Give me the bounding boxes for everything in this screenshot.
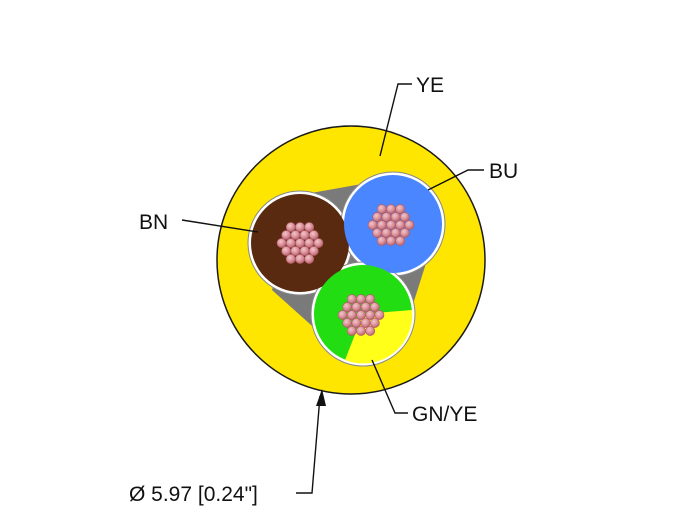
wire-strand bbox=[381, 212, 392, 222]
conductor-brown bbox=[251, 194, 349, 292]
wire-strand bbox=[356, 326, 366, 336]
wire-strand bbox=[365, 326, 376, 336]
wire-strand bbox=[399, 212, 410, 222]
wire-strand bbox=[285, 222, 296, 232]
wire-strand bbox=[376, 204, 387, 214]
wire-strand bbox=[376, 220, 387, 230]
strand-bundle bbox=[367, 204, 415, 246]
wire-strand bbox=[356, 294, 366, 304]
diameter-arrow bbox=[296, 389, 326, 494]
wire-strand bbox=[346, 310, 357, 320]
wire-strand bbox=[304, 238, 315, 248]
leader-ye bbox=[379, 83, 412, 157]
conductor-blue bbox=[344, 175, 442, 273]
wire-strand bbox=[356, 310, 366, 320]
wire-strand bbox=[346, 294, 357, 304]
wire-strand bbox=[290, 230, 301, 240]
wire-strand bbox=[386, 236, 396, 246]
wire-strand bbox=[369, 302, 380, 312]
wire-strand bbox=[395, 236, 406, 246]
leader-bu bbox=[427, 169, 484, 191]
label-brown-bn: BN bbox=[139, 211, 168, 234]
wire-strand bbox=[351, 302, 362, 312]
wire-strand bbox=[285, 254, 296, 264]
label-blue-bu: BU bbox=[489, 160, 518, 183]
label-green-yellow: GN/YE bbox=[412, 403, 477, 426]
wire-strand bbox=[386, 220, 396, 230]
wire-strand bbox=[399, 228, 410, 238]
wire-strand bbox=[281, 230, 292, 240]
wire-strand bbox=[374, 310, 385, 320]
leader-bn bbox=[181, 219, 259, 233]
wire-strand bbox=[295, 222, 305, 232]
wire-strand bbox=[295, 254, 305, 264]
wire-strand bbox=[304, 222, 315, 232]
wire-strand bbox=[365, 310, 376, 320]
wire-strand bbox=[386, 204, 396, 214]
wire-strand bbox=[390, 228, 401, 238]
wire-strand bbox=[365, 294, 376, 304]
wire-strand bbox=[337, 310, 348, 320]
conductor-green-yellow bbox=[314, 265, 413, 364]
wire-strand bbox=[372, 228, 383, 238]
wire-strand bbox=[304, 254, 315, 264]
wire-strand bbox=[295, 238, 305, 248]
wire-strand bbox=[360, 318, 371, 328]
wire-strand bbox=[360, 302, 371, 312]
wire-strand bbox=[381, 228, 392, 238]
wire-strand bbox=[346, 326, 357, 336]
wire-strand bbox=[351, 318, 362, 328]
wire-strand bbox=[308, 246, 319, 256]
wire-strand bbox=[308, 230, 319, 240]
wire-strand bbox=[376, 236, 387, 246]
wire-strand bbox=[342, 318, 353, 328]
wire-strand bbox=[395, 204, 406, 214]
wire-strand bbox=[299, 230, 310, 240]
wire-strand bbox=[276, 238, 287, 248]
wire-strand bbox=[313, 238, 324, 248]
wire-strand bbox=[395, 220, 406, 230]
wire-strand bbox=[404, 220, 415, 230]
wire-strand bbox=[299, 246, 310, 256]
wire-strand bbox=[285, 238, 296, 248]
wire-strand bbox=[369, 318, 380, 328]
wire-strand bbox=[372, 212, 383, 222]
label-diameter: Ø 5.97 [0.24"] bbox=[129, 483, 258, 506]
wire-strand bbox=[342, 302, 353, 312]
strand-bundle bbox=[276, 222, 324, 264]
wire-strand bbox=[367, 220, 378, 230]
strand-bundle bbox=[337, 294, 385, 336]
wire-strand bbox=[281, 246, 292, 256]
leader-gnye bbox=[371, 359, 408, 414]
label-jacket-ye: YE bbox=[416, 74, 444, 97]
wire-strand bbox=[290, 246, 301, 256]
wire-strand bbox=[390, 212, 401, 222]
